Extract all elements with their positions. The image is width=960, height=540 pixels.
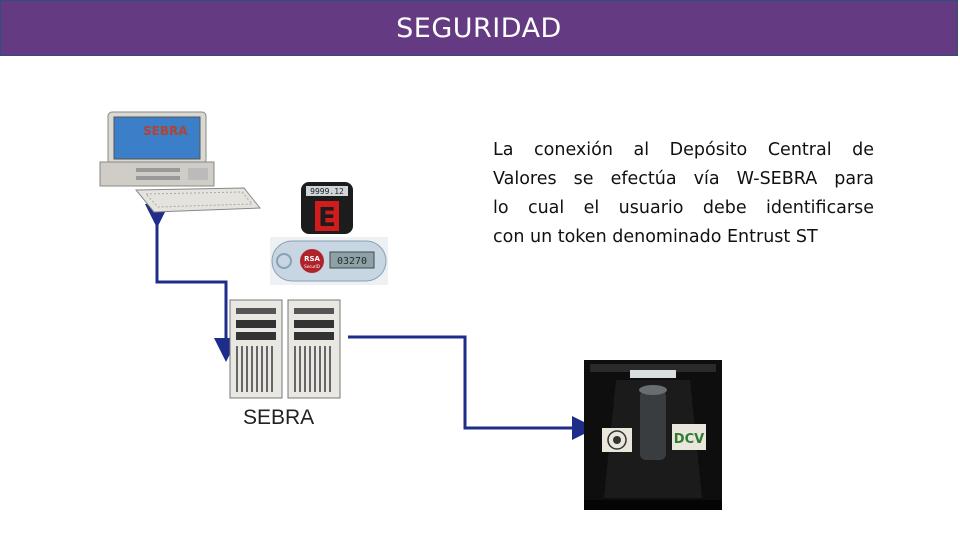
description-line: Valores se efectúa vía W-SEBRA para xyxy=(493,165,874,194)
description-line: La conexión al Depósito Central de xyxy=(493,136,874,165)
computer-server-connector xyxy=(157,216,226,350)
svg-text:9999.12: 9999.12 xyxy=(310,187,344,196)
computer-screen-label: SEBRA xyxy=(143,124,188,138)
entrust-token-icon: 9999.12 E xyxy=(300,181,354,235)
server-label: SEBRA xyxy=(243,406,314,430)
description-line: lo cual el usuario debe identificarse xyxy=(493,194,874,223)
server-icon xyxy=(228,298,342,400)
rsa-token-icon: RSA SecurID 03270 xyxy=(270,237,388,285)
description-line: con un token denominado Entrust ST xyxy=(493,223,874,252)
svg-text:RSA: RSA xyxy=(304,255,320,263)
description-text: La conexión al Depósito Central de Valor… xyxy=(493,136,874,252)
server-vault-connector xyxy=(348,337,584,428)
header-bar: SEGURIDAD xyxy=(0,0,958,56)
svg-text:E: E xyxy=(318,203,336,233)
svg-text:03270: 03270 xyxy=(337,256,367,267)
page-title: SEGURIDAD xyxy=(396,13,562,44)
svg-text:DCV: DCV xyxy=(674,432,704,447)
dcv-vault-icon: DCV xyxy=(584,360,722,510)
svg-text:SecurID: SecurID xyxy=(304,264,320,269)
